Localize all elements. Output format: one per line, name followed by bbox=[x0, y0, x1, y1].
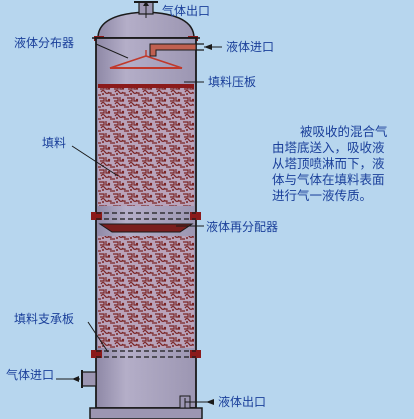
lower-packing-bed bbox=[98, 236, 194, 348]
gas-inlet-arrow-icon bbox=[72, 376, 79, 382]
bottom-flange-left bbox=[91, 350, 102, 358]
upper-packing-bed bbox=[98, 88, 194, 206]
liquid-inlet-arrow-icon bbox=[204, 44, 212, 50]
label-gas-outlet: 气体出口 bbox=[162, 4, 211, 18]
label-liquid-distributor: 液体分布器 bbox=[14, 36, 75, 50]
middle-flange-left bbox=[91, 212, 102, 220]
description-line: 被吸收的混合气 bbox=[300, 124, 388, 139]
gas-inlet-nozzle bbox=[81, 371, 97, 387]
liquid-redistributor-shape bbox=[98, 223, 194, 233]
description-line: 从塔顶喷淋而下，液 bbox=[272, 156, 385, 171]
liquid-inlet-pipe bbox=[196, 43, 204, 51]
description-line: 由塔底送入，吸收液 bbox=[272, 140, 385, 155]
label-packing-hold-down-plate: 填料压板 bbox=[208, 75, 257, 89]
bottom-flange-right bbox=[190, 350, 201, 358]
label-liquid-inlet: 液体进口 bbox=[226, 40, 275, 54]
packing-hold-down-plate bbox=[98, 84, 194, 88]
label-packing-support-plate: 填料支承板 bbox=[14, 312, 75, 326]
description-line: 体与气体在填料表面 bbox=[272, 172, 385, 187]
liquid-outlet-arrow-icon bbox=[206, 399, 214, 405]
description-line: 进行气一液传质。 bbox=[272, 188, 373, 203]
process-description: 被吸收的混合气 由塔底送入，吸收液 从塔顶喷淋而下，液 体与气体在填料表面 进行… bbox=[272, 124, 410, 204]
label-liquid-outlet: 液体出口 bbox=[218, 395, 267, 409]
label-packing: 填料 bbox=[42, 136, 67, 150]
label-liquid-redistributor: 液体再分配器 bbox=[206, 220, 279, 234]
middle-flange-right bbox=[190, 212, 201, 220]
column-base bbox=[89, 407, 203, 419]
label-gas-inlet: 气体进口 bbox=[6, 368, 55, 382]
